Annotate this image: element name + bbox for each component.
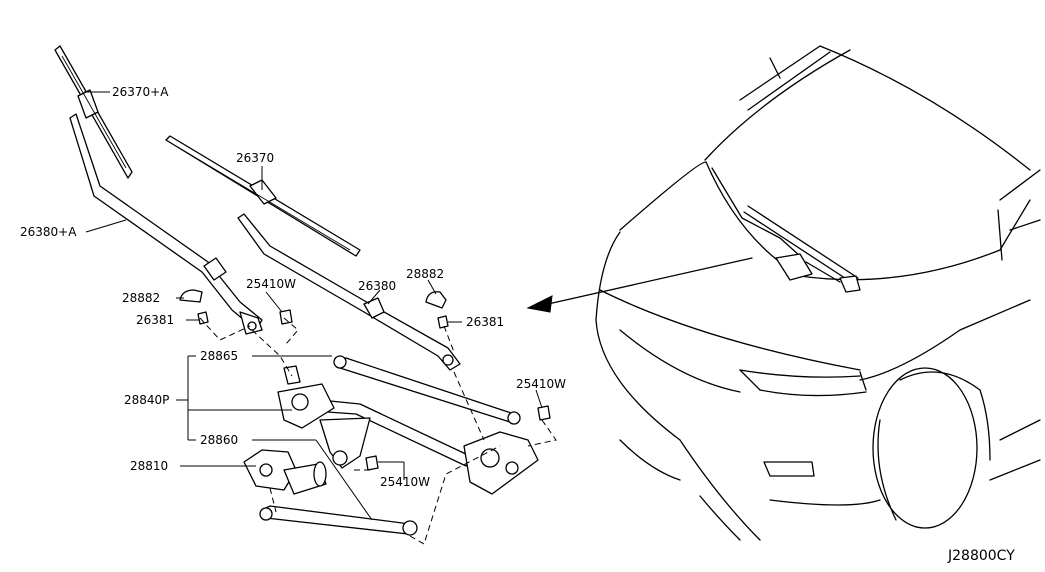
label-blade-lh: 26370 — [236, 151, 274, 165]
cap-rh — [179, 289, 203, 303]
wiper-arm-rh — [69, 113, 263, 335]
wiper-blade-lh — [165, 135, 361, 257]
assembly-guide-lines — [199, 317, 557, 545]
label-bolt-upper: 25410W — [246, 277, 296, 291]
bolt-right — [537, 405, 551, 421]
wiper-motor — [243, 449, 327, 495]
label-cap-lh: 28882 — [406, 267, 444, 281]
label-blade-rh-assy: 26370+A — [112, 85, 169, 99]
label-arm-lh: 26380 — [358, 279, 396, 293]
lower-link — [259, 505, 418, 536]
label-cap-rh: 28882 — [122, 291, 160, 305]
wiper-blade-rh — [54, 45, 133, 179]
label-bolt-lower: 25410W — [380, 475, 430, 489]
wiper-arm-lh — [237, 213, 461, 371]
nut-rh — [197, 311, 209, 325]
wiper-linkage — [277, 355, 539, 495]
cap-lh — [425, 291, 447, 309]
bolt-lower — [365, 455, 379, 471]
label-link-lower: 28860 — [200, 433, 238, 447]
part-labels: 26370+A 26380+A 26370 26380 28882 26381 … — [20, 85, 1015, 564]
label-link-upper: 28865 — [200, 349, 238, 363]
leader-lines — [84, 91, 543, 521]
label-arm-rh-assy: 26380+A — [20, 225, 77, 239]
location-arrow — [526, 257, 753, 313]
label-nut-rh: 26381 — [136, 313, 174, 327]
label-bolt-right: 25410W — [516, 377, 566, 391]
reference-code: J28800CY — [947, 548, 1015, 564]
nut-lh — [437, 315, 449, 329]
label-nut-lh: 26381 — [466, 315, 504, 329]
bolt-upper — [279, 309, 293, 325]
label-link-assy: 28840P — [124, 393, 169, 407]
vehicle-outline — [595, 45, 1041, 541]
label-motor: 28810 — [130, 459, 168, 473]
